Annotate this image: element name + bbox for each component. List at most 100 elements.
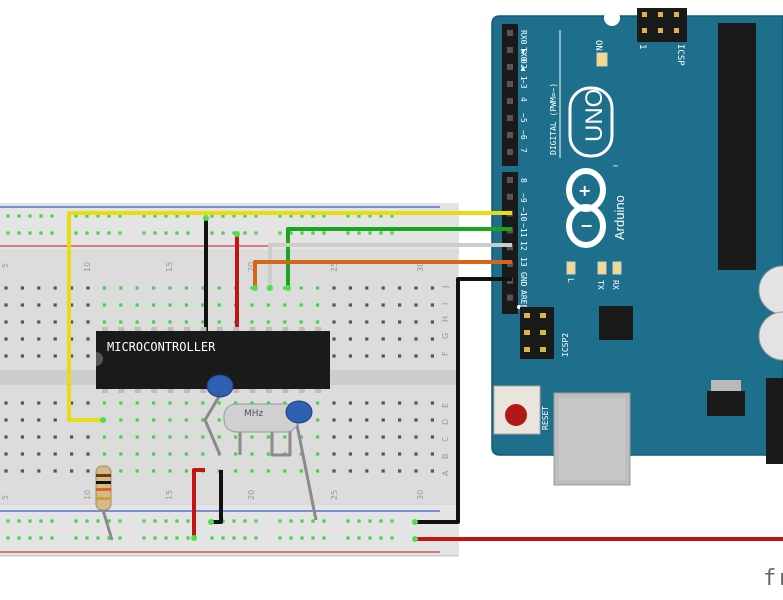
breadboard-hole: [201, 303, 205, 307]
chip-pin: [315, 389, 322, 393]
capacitor-lower: [758, 311, 783, 361]
breadboard-hole: [184, 286, 188, 290]
breadboard-hole: [348, 320, 352, 324]
breadboard-hole: [346, 519, 350, 523]
breadboard-hole: [4, 286, 8, 290]
chip-pin: [134, 389, 141, 393]
breadboard-hole: [316, 303, 320, 307]
col-number-bottom-10: 10: [83, 490, 92, 500]
breadboard-hole: [430, 401, 434, 405]
breadboard-hole: [135, 401, 139, 405]
l-led-label: L: [566, 278, 575, 283]
breadboard-hole: [17, 231, 21, 235]
breadboard-hole: [348, 401, 352, 405]
breadboard-hole: [70, 286, 74, 290]
breadboard-hole: [53, 320, 57, 324]
breadboard-hole: [316, 452, 320, 456]
breadboard-hole: [379, 231, 383, 235]
row-letter-e: E: [441, 403, 450, 408]
breadboard-hole: [332, 303, 336, 307]
chip-pin: [167, 389, 174, 393]
breadboard-hole: [135, 469, 139, 473]
breadboard-hole: [107, 231, 111, 235]
breadboard-hole: [85, 519, 89, 523]
breadboard-hole: [39, 536, 43, 540]
breadboard-hole: [186, 519, 190, 523]
breadboard-hole: [390, 231, 394, 235]
breadboard-hole: [107, 214, 111, 218]
breadboard-hole: [430, 303, 434, 307]
breadboard-hole: [153, 519, 157, 523]
rx-led: [612, 261, 622, 275]
on-led: [596, 52, 608, 67]
breadboard-hole: [4, 452, 8, 456]
chip-pin: [151, 327, 158, 331]
chip-notch-icon: [96, 352, 103, 366]
breadboard-hole: [381, 320, 385, 324]
reset-button-cap-icon[interactable]: [505, 404, 527, 426]
breadboard-hole: [70, 303, 74, 307]
breadboard-hole: [278, 214, 282, 218]
breadboard-hole: [430, 452, 434, 456]
white-wire: [268, 243, 512, 288]
breadboard-hole: [20, 418, 24, 422]
breadboard-hole: [70, 469, 74, 473]
breadboard-hole: [250, 435, 254, 439]
breadboard-hole: [414, 469, 418, 473]
breadboard-hole: [118, 231, 122, 235]
breadboard-hole: [201, 401, 205, 405]
breadboard-hole: [37, 286, 41, 290]
breadboard-hole: [278, 519, 282, 523]
rx-led-label: RX: [611, 280, 620, 290]
breadboard-hole: [234, 435, 238, 439]
breadboard-hole: [118, 214, 122, 218]
breadboard-hole: [398, 303, 402, 307]
voltage-regulator: [707, 391, 745, 416]
breadboard-hole: [85, 231, 89, 235]
crystal-leg: [270, 420, 292, 457]
breadboard-hole: [316, 320, 320, 324]
wires: [67, 211, 783, 541]
breadboard-hole: [37, 303, 41, 307]
breadboard-hole: [381, 401, 385, 405]
black-jumper-bottom: [211, 470, 223, 524]
breadboard-hole: [184, 469, 188, 473]
l-led: [566, 261, 576, 275]
breadboard-hole: [414, 401, 418, 405]
row-letter-i: I: [441, 303, 450, 305]
breadboard-hole: [250, 320, 254, 324]
breadboard-hole: [381, 469, 385, 473]
col-number-top-25: 25: [330, 262, 339, 272]
chip-pin: [184, 389, 190, 393]
reset-button[interactable]: [493, 385, 541, 435]
breadboard-hole: [332, 469, 336, 473]
minus-icon: −: [580, 216, 593, 235]
breadboard-hole: [398, 418, 402, 422]
breadboard-hole: [53, 452, 57, 456]
arduino-infinity-logo: [566, 168, 606, 248]
pin-label-8: 8: [519, 178, 528, 183]
breadboard-hole: [4, 469, 8, 473]
breadboard-hole: [20, 286, 24, 290]
breadboard-hole: [346, 536, 350, 540]
capacitor-leg: [294, 419, 318, 521]
breadboard-hole: [28, 214, 32, 218]
breadboard-hole: [85, 536, 89, 540]
breadboard-hole: [142, 214, 146, 218]
reset-label: RESET: [541, 406, 550, 430]
breadboard-hole: [102, 320, 106, 324]
pin-label-2: 2: [519, 64, 528, 69]
breadboard-hole: [152, 303, 156, 307]
breadboard-hole: [379, 536, 383, 540]
breadboard-hole: [390, 214, 394, 218]
breadboard-hole: [153, 231, 157, 235]
ceramic-capacitor-right: [285, 400, 313, 424]
breadboard-hole: [299, 435, 303, 439]
breadboard-hole: [266, 452, 270, 456]
breadboard-hole: [365, 354, 369, 358]
breadboard-hole: [86, 469, 90, 473]
pin-label-gnd: GND: [519, 272, 528, 287]
breadboard-hole: [37, 354, 41, 358]
breadboard-hole: [311, 536, 315, 540]
breadboard-hole: [250, 469, 254, 473]
